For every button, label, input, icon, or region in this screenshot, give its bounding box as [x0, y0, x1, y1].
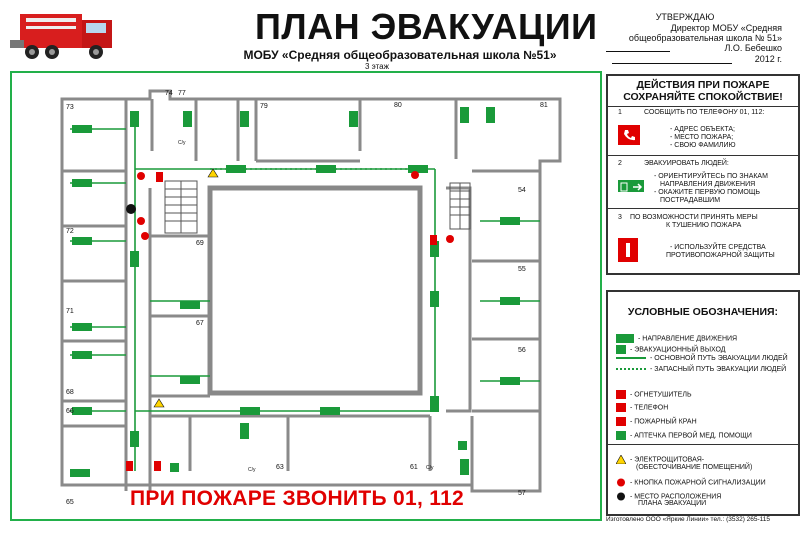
approval-name: Л.О. Бебешко	[724, 43, 782, 53]
electrical-panels	[153, 168, 219, 408]
legend-fire-hydrant: - ПОЖАРНЫЙ КРАН	[616, 417, 697, 426]
step2-number: 2	[618, 160, 622, 167]
step2-text: ЭВАКУИРОВАТЬ ЛЮДЕЙ:	[644, 160, 729, 167]
legend-direction: - НАПРАВЛЕНИЕ ДВИЖЕНИЯ	[616, 334, 737, 343]
step3-item-1: - ИСПОЛЬЗУЙТЕ СРЕДСТВА	[670, 244, 766, 251]
room-71: 71	[66, 308, 74, 315]
approval-director: Директор МОБУ «Средняя	[670, 23, 782, 33]
step1-item-3: - СВОЮ ФАМИЛИЮ	[670, 142, 736, 149]
extinguisher-icon	[618, 238, 638, 262]
reserve-path-icon	[616, 368, 646, 371]
stairs-right	[449, 182, 471, 230]
exit-icon	[616, 345, 626, 354]
approval-heading: УТВЕРЖДАЮ	[655, 12, 715, 22]
room-small-labels: С/у С/у С/у	[178, 140, 434, 473]
page-title: ПЛАН ЭВАКУАЦИИ	[255, 6, 598, 47]
main-path-icon	[616, 357, 646, 360]
room-72: 72	[66, 228, 74, 235]
plan-frame	[10, 71, 602, 521]
direction-sign-icon	[616, 334, 634, 343]
room-80: 80	[394, 102, 402, 109]
step3-number: 3	[618, 214, 622, 221]
legend-first-aid: - АПТЕЧКА ПЕРВОЙ МЕД. ПОМОЩИ	[616, 431, 752, 440]
legend-electrical-note: (ОБЕСТОЧИВАНИЕ ПОМЕЩЕНИЙ)	[636, 464, 753, 471]
step1-item-1: - АДРЕС ОБЪЕКТА;	[670, 126, 736, 133]
plan-location-icon	[616, 492, 626, 501]
room-56: 56	[518, 347, 526, 354]
legend-phone: - ТЕЛЕФОН	[616, 403, 668, 412]
room-numbers: 73 74 77 79 80 81 72 69 54 71 67 55 56 6…	[66, 90, 548, 506]
room-55: 55	[518, 266, 526, 273]
wc-label-1: С/у	[178, 140, 186, 146]
legend-title: УСЛОВНЫЕ ОБОЗНАЧЕНИЯ:	[627, 306, 779, 318]
room-79: 79	[260, 103, 268, 110]
phone-icon	[616, 403, 626, 412]
exit-sign-icon	[618, 180, 644, 192]
approval-school: общеобразовательная школа № 51»	[628, 33, 782, 43]
extinguisher-icon	[616, 390, 626, 399]
floor-label: 3 этаж	[365, 62, 389, 71]
actions-title-1: ДЕЙСТВИЯ ПРИ ПОЖАРЕ	[636, 79, 770, 91]
step1-text: СООБЩИТЬ ПО ТЕЛЕФОНУ 01, 112:	[644, 109, 765, 116]
actions-title-2: СОХРАНЯЙТЕ СПОКОЙСТВИЕ!	[623, 91, 783, 103]
room-65: 65	[66, 499, 74, 506]
step2-item-1: - ОРИЕНТИРУЙТЕСЬ ПО ЗНАКАМ	[654, 173, 768, 180]
first-aid-icon	[616, 431, 626, 440]
legend-reserve-path: - ЗАПАСНЫЙ ПУТЬ ЭВАКУАЦИИ ЛЮДЕЙ	[616, 366, 786, 373]
step3-text-1: ПО ВОЗМОЖНОСТИ ПРИНЯТЬ МЕРЫ	[630, 214, 758, 221]
alarm-button-icon	[616, 478, 626, 487]
room-54: 54	[518, 187, 526, 194]
fire-hydrant-icon	[616, 417, 626, 426]
school-name: МОБУ «Средняя общеобразовательная школа …	[243, 48, 557, 62]
legend-exit: - ЭВАКУАЦИОННЫЙ ВЫХОД	[616, 345, 726, 354]
step3-item-2: ПРОТИВОПОЖАРНОЙ ЗАЩИТЫ	[666, 252, 775, 259]
fire-call-banner: ПРИ ПОЖАРЕ ЗВОНИТЬ 01, 112	[130, 487, 465, 510]
plan-location-marker	[126, 204, 136, 214]
legend-plan-location-note: ПЛАНА ЭВАКУАЦИИ	[638, 500, 707, 507]
room-66: 66	[66, 408, 74, 415]
room-74: 74	[165, 90, 173, 97]
fire-truck-image	[6, 6, 118, 64]
stairs-left	[164, 180, 198, 234]
step1-item-2: - МЕСТО ПОЖАРА;	[670, 134, 734, 141]
phone-icon	[618, 125, 640, 145]
signature-line	[606, 51, 670, 52]
room-67: 67	[196, 320, 204, 327]
step2-item-2: НАПРАВЛЕНИЯ ДВИЖЕНИЯ	[660, 181, 756, 188]
room-69: 69	[196, 240, 204, 247]
exit-signs	[70, 107, 520, 477]
wc-label-2: С/у	[248, 467, 256, 473]
step2-item-4: ПОСТРАДАВШИМ	[660, 197, 721, 204]
legend-plan-location: - МЕСТО РАСПОЛОЖЕНИЯ	[616, 492, 721, 501]
room-77: 77	[178, 90, 186, 97]
room-63: 63	[276, 464, 284, 471]
legend-extinguisher: - ОГНЕТУШИТЕЛЬ	[616, 390, 692, 399]
room-81: 81	[540, 102, 548, 109]
room-73: 73	[66, 104, 74, 111]
room-61: 61	[410, 464, 418, 471]
manufacturer-credit: Изготовлено ООО «Яркие Линии» тел.: (353…	[606, 516, 771, 523]
walls	[60, 89, 562, 493]
room-68: 68	[66, 389, 74, 396]
step2-item-3: - ОКАЖИТЕ ПЕРВУЮ ПОМОЩЬ	[654, 189, 761, 196]
approval-year: 2012 г.	[754, 54, 782, 64]
legend-panel: УСЛОВНЫЕ ОБОЗНАЧЕНИЯ: - НАПРАВЛЕНИЕ ДВИЖ…	[606, 290, 800, 516]
room-57: 57	[518, 490, 526, 497]
fire-equipment	[126, 171, 454, 471]
step3-text-2: К ТУШЕНИЮ ПОЖАРА	[666, 222, 742, 229]
floor-plan: 73 74 77 79 80 81 72 69 54 71 67 55 56 6…	[10, 71, 602, 521]
electrical-hazard-icon	[615, 454, 627, 465]
date-line	[612, 63, 732, 64]
legend-alarm-button: - КНОПКА ПОЖАРНОЙ СИГНАЛИЗАЦИИ	[616, 478, 766, 487]
step1-number: 1	[618, 109, 622, 116]
actions-panel: ДЕЙСТВИЯ ПРИ ПОЖАРЕ СОХРАНЯЙТЕ СПОКОЙСТВ…	[606, 74, 800, 275]
legend-main-path: - ОСНОВНОЙ ПУТЬ ЭВАКУАЦИИ ЛЮДЕЙ	[616, 355, 788, 362]
wc-label-3: С/у	[426, 465, 434, 471]
legend-electrical: - ЭЛЕКТРОЩИТОВАЯ-	[615, 454, 704, 465]
